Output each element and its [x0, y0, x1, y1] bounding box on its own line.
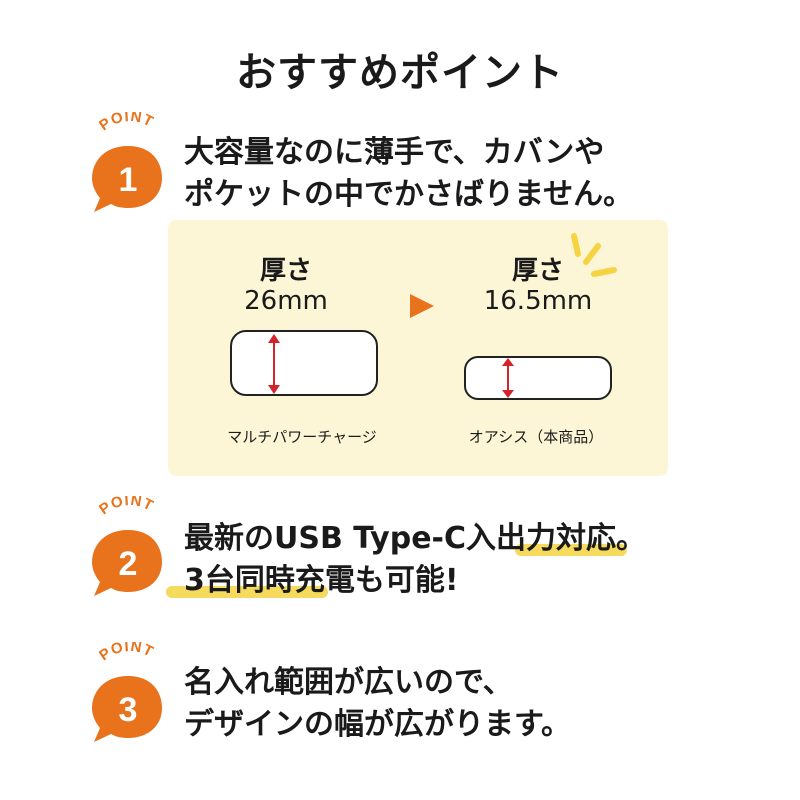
left-spec: 厚さ 26mm [226, 256, 346, 316]
point-2-number: 2 [119, 545, 138, 583]
point-1-badge-word: POINT [96, 112, 156, 134]
point-1-line-1: 大容量なのに薄手で、カバンや [184, 135, 605, 170]
point-3-number: 3 [119, 691, 138, 729]
right-spec: 厚さ 16.5mm [458, 256, 618, 316]
point-1-badge-graphic: POINT 1 [92, 112, 162, 212]
point-1-line-2: ポケットの中でかさばりません。 [184, 177, 634, 212]
point-3-line-2: デザインの幅が広がります。 [184, 707, 571, 742]
right-device-caption: オアシス（本商品） [468, 428, 604, 446]
svg-text:POINT: POINT [96, 642, 157, 664]
thickness-comparison-panel: 厚さ 26mm 厚さ 16.5mm マルチパワーチャージ オアシス（本商品） [168, 220, 668, 476]
highlight-charge [166, 586, 328, 598]
left-device-outline [230, 330, 378, 396]
left-thickness-arrow-icon [268, 334, 280, 394]
comparison-arrow-icon [410, 294, 434, 318]
point-2-line-1: 最新のUSB Type-C入出力対応。 [184, 521, 647, 556]
point-1-number: 1 [119, 161, 138, 199]
point-2-badge-graphic: POINT 2 [92, 496, 162, 596]
point-3-badge: POINT 3 [78, 642, 178, 752]
right-device-outline [464, 356, 612, 400]
point-1-text: 大容量なのに薄手で、カバンや ポケットの中でかさばりません。 [184, 132, 633, 216]
point-3-badge-word: POINT [96, 642, 156, 664]
right-thickness-arrow-icon [502, 358, 514, 398]
right-spec-label: 厚さ [511, 256, 564, 286]
highlight-io [515, 544, 627, 556]
right-spec-value: 16.5mm [483, 286, 593, 316]
point-2-text: 最新のUSB Type-C入出力対応。 3台同時充電も可能! [184, 518, 646, 602]
point-2-badge: POINT 2 [78, 496, 178, 606]
point-3-text: 名入れ範囲が広いので、 デザインの幅が広がります。 [184, 662, 571, 746]
left-spec-label: 厚さ [259, 256, 312, 286]
page-title: おすすめポイント [236, 50, 564, 96]
sparkle-lines-icon [571, 233, 617, 277]
svg-text:POINT: POINT [96, 496, 157, 518]
point-2-badge-word: POINT [96, 496, 156, 518]
svg-text:POINT: POINT [96, 112, 157, 134]
left-spec-value: 26mm [244, 286, 328, 316]
left-device-caption: マルチパワーチャージ [227, 428, 377, 446]
point-3-badge-graphic: POINT 3 [92, 642, 162, 742]
point-1-badge: POINT 1 [78, 112, 178, 222]
point-3-line-1: 名入れ範囲が広いので、 [184, 665, 513, 700]
point-2-line-2: 3台同時充電も可能! [184, 563, 459, 598]
